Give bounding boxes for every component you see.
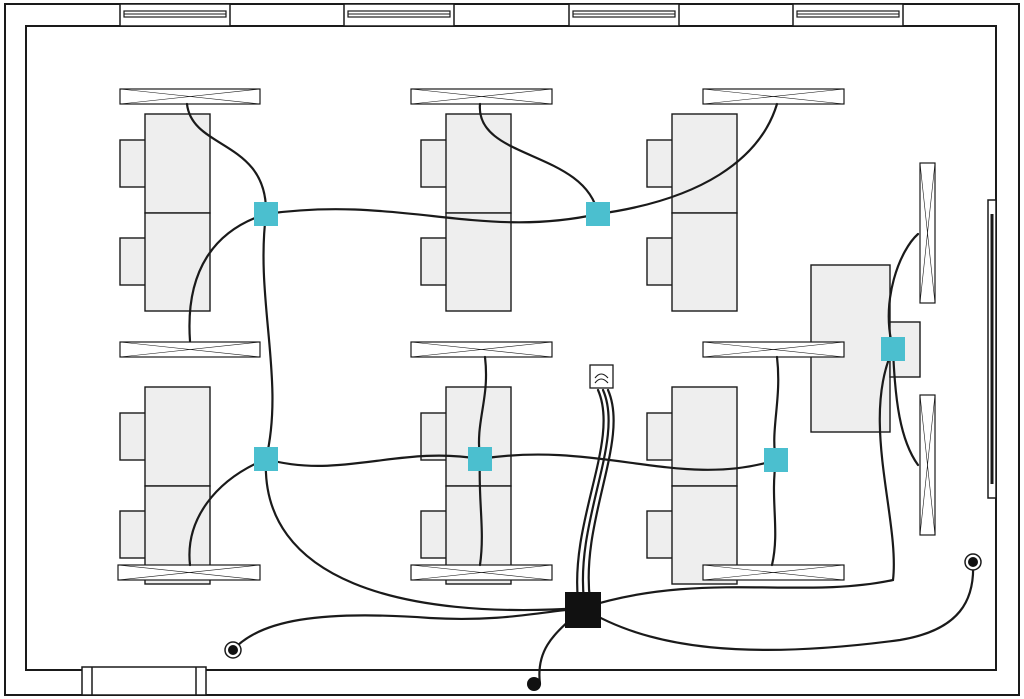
cable: [478, 457, 483, 567]
ceiling-lights: [117, 88, 936, 581]
cable: [576, 388, 605, 602]
desk: [144, 113, 211, 214]
floor-outlet: [224, 641, 242, 659]
wall-light: [919, 394, 936, 536]
wall-socket-icon: [589, 364, 614, 389]
cable: [770, 458, 778, 567]
ceiling-light: [119, 341, 261, 358]
desk: [144, 212, 211, 312]
cable: [264, 208, 600, 224]
floor-box: [586, 202, 610, 226]
cables: [185, 102, 975, 686]
window: [343, 3, 455, 27]
ceiling-light: [119, 88, 261, 105]
floor-outlet: [964, 553, 982, 571]
window: [119, 3, 231, 27]
chair: [646, 412, 674, 461]
desk-cluster: [420, 386, 512, 585]
cable: [188, 457, 268, 567]
chair: [119, 237, 147, 286]
central-hub: [565, 592, 601, 628]
cable: [478, 102, 600, 216]
floor-box: [254, 447, 278, 471]
ceiling-light: [117, 564, 261, 581]
cable-endpoints: [224, 553, 982, 691]
windows: [119, 3, 904, 27]
power-entry: [527, 677, 541, 691]
desk: [144, 386, 211, 487]
chair: [646, 139, 674, 188]
ceiling-light: [702, 88, 845, 105]
chair: [420, 139, 448, 188]
floor-box: [764, 448, 788, 472]
door: [81, 666, 207, 696]
floor-box: [881, 337, 905, 361]
cable: [596, 102, 779, 216]
ceiling-light: [702, 564, 845, 581]
chair: [420, 237, 448, 286]
cable: [581, 347, 895, 610]
cable: [231, 606, 585, 652]
desk: [671, 212, 738, 312]
cable: [587, 388, 615, 602]
desk-cluster: [420, 113, 512, 312]
outer-wall: [4, 3, 1020, 696]
chair: [646, 237, 674, 286]
desk: [445, 212, 512, 312]
cable: [887, 232, 920, 351]
right-wall-window: [987, 199, 997, 499]
chair: [420, 510, 448, 559]
cable: [264, 457, 585, 612]
ceiling-light: [410, 564, 553, 581]
cable: [581, 388, 610, 602]
desk-cluster: [646, 386, 738, 585]
cable: [188, 212, 268, 343]
chair: [119, 139, 147, 188]
desk: [671, 113, 738, 214]
chair: [119, 510, 147, 559]
desk-cluster: [119, 113, 211, 312]
cable: [262, 212, 274, 461]
chair: [420, 412, 448, 461]
cable: [891, 347, 920, 467]
ceiling-light: [702, 341, 845, 358]
ceiling-light: [410, 341, 553, 358]
window: [792, 3, 904, 27]
wall-light: [919, 162, 936, 304]
desk-cluster: [646, 113, 738, 312]
desk-cluster: [119, 386, 211, 585]
cable: [773, 355, 780, 462]
chair: [646, 510, 674, 559]
floor-box: [254, 202, 278, 226]
cable: [185, 102, 268, 216]
cable: [264, 454, 482, 467]
desk: [445, 113, 512, 214]
window: [568, 3, 680, 27]
desk: [671, 386, 738, 487]
cable: [478, 453, 778, 471]
floor-boxes: [254, 202, 905, 472]
floor-box: [468, 447, 492, 471]
ceiling-light: [410, 88, 553, 105]
chair: [119, 412, 147, 461]
cable: [581, 560, 975, 652]
